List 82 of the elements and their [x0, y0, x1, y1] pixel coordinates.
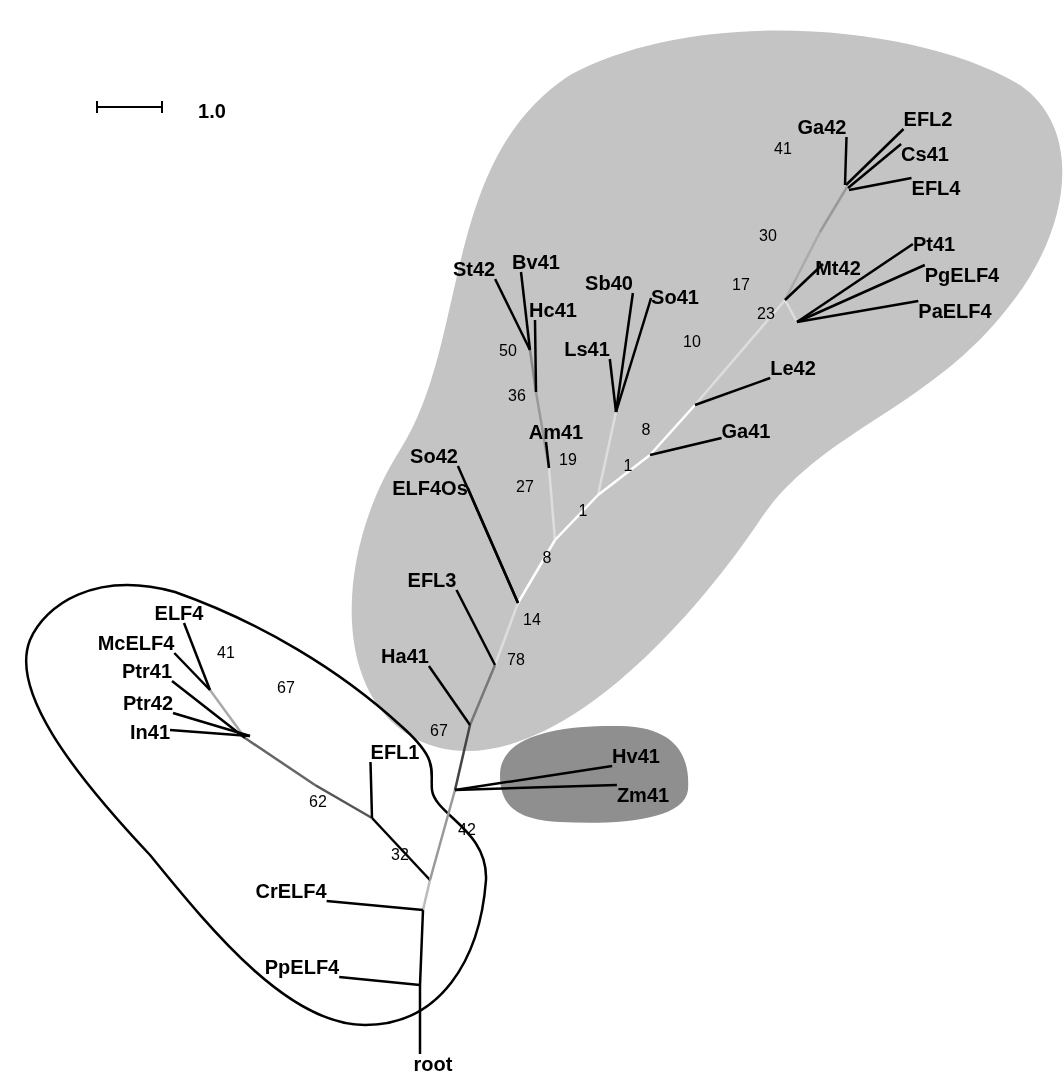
- branch-line: [533, 320, 538, 392]
- branch-line: [171, 680, 246, 739]
- branch-line: [796, 263, 926, 324]
- support-value: 50: [499, 343, 517, 359]
- branch-line: [649, 436, 722, 457]
- support-value: 30: [759, 228, 777, 244]
- branch-line: [847, 143, 902, 189]
- branch-line: [519, 271, 532, 351]
- branch-line: [845, 128, 905, 186]
- support-value: 67: [277, 680, 295, 696]
- support-value: 1: [578, 503, 588, 519]
- support-value: 14: [523, 612, 541, 628]
- support-value: 32: [391, 847, 409, 863]
- taxon-label: Ptr42: [123, 693, 173, 713]
- taxon-label: Le42: [770, 358, 816, 378]
- branch-line: [169, 728, 251, 738]
- taxon-label: Bv41: [512, 252, 560, 272]
- taxon-label: So41: [651, 287, 699, 307]
- taxon-label: root: [413, 1054, 453, 1074]
- taxon-label: So42: [410, 446, 458, 466]
- taxon-label: Zm41: [616, 785, 670, 805]
- branch-line: [173, 652, 211, 691]
- taxon-label: Ga41: [721, 421, 771, 441]
- branch-line: [455, 589, 497, 666]
- taxon-label: Ha41: [381, 646, 429, 666]
- taxon-label: Mt42: [815, 258, 861, 278]
- taxon-label: Ga42: [797, 117, 847, 137]
- branch-line: [466, 487, 520, 604]
- support-value: 23: [757, 306, 775, 322]
- branch-line: [848, 176, 912, 192]
- taxon-label: PaELF4: [918, 301, 992, 321]
- taxon-label: McELF4: [97, 633, 175, 653]
- taxon-label: Ls41: [564, 339, 610, 359]
- taxon-label: EFL2: [903, 109, 953, 129]
- branch-line: [326, 899, 424, 912]
- taxon-label: PgELF4: [924, 265, 1000, 285]
- scale-label: 1.0: [198, 101, 226, 121]
- branch-line: [843, 136, 848, 186]
- taxon-label: St42: [452, 259, 496, 279]
- taxon-label: Sb40: [585, 273, 633, 293]
- taxon-label: Ptr41: [122, 661, 172, 681]
- branch-line: [172, 711, 251, 738]
- taxon-label: EFL4: [911, 178, 961, 198]
- taxon-label: Hc41: [529, 300, 577, 320]
- taxon-label: EFL3: [407, 570, 457, 590]
- taxon-label: ELF4: [154, 603, 204, 623]
- branch-line: [796, 299, 919, 324]
- taxon-label: CrELF4: [255, 881, 327, 901]
- support-value: 8: [641, 422, 651, 438]
- taxon-label: EFL1: [370, 742, 420, 762]
- branch-line: [694, 376, 771, 407]
- support-value: 67: [430, 723, 448, 739]
- taxon-label: ELF4Os: [392, 478, 468, 498]
- taxon-label: In41: [130, 722, 170, 742]
- branch-line: [418, 985, 422, 1054]
- taxon-label: Am41: [528, 422, 584, 442]
- support-value: 78: [507, 652, 525, 668]
- support-value: 8: [542, 550, 552, 566]
- branch-line: [784, 263, 824, 301]
- support-value: 41: [774, 141, 792, 157]
- taxon-label: Hv41: [612, 746, 660, 766]
- support-value: 41: [217, 645, 235, 661]
- support-value: 27: [516, 479, 534, 495]
- branch-line: [339, 975, 421, 987]
- branch-line: [544, 441, 551, 469]
- support-value: 17: [732, 277, 750, 293]
- support-value: 19: [559, 452, 577, 468]
- support-value: 62: [309, 794, 327, 810]
- branch-line: [369, 761, 374, 819]
- taxon-label: Pt41: [912, 234, 956, 254]
- support-value: 1: [623, 458, 633, 474]
- taxon-label: PpELF4: [264, 957, 340, 977]
- support-value: 36: [508, 388, 526, 404]
- branch-line: [614, 297, 653, 413]
- branch-line: [454, 783, 617, 792]
- support-value: 10: [683, 334, 701, 350]
- branch-line: [182, 622, 212, 691]
- branch-line: [493, 278, 532, 351]
- taxon-label: Cs41: [901, 144, 949, 164]
- branch-line: [454, 764, 613, 792]
- branch-line: [608, 358, 618, 413]
- branch-line: [427, 665, 472, 726]
